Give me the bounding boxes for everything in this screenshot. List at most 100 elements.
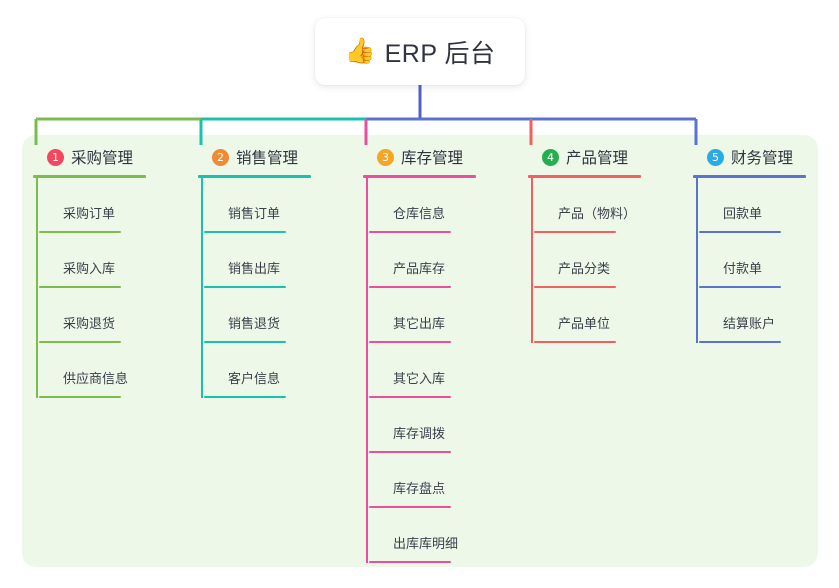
branch-item-underline (369, 231, 451, 233)
branch-item-label: 销售退货 (228, 316, 281, 331)
branch-badge-icon: 1 (47, 148, 64, 166)
branch-item-underline (369, 286, 451, 288)
branch-item-list: 销售订单销售出库销售退货客户信息 (198, 178, 311, 398)
branch-item-underline (369, 506, 451, 508)
branch-item-list: 仓库信息产品库存其它出库其它入库库存调拨库存盘点出库库明细 (363, 178, 476, 563)
branch-spine (696, 178, 698, 343)
branch-underline (693, 175, 806, 178)
branch-item[interactable]: 其它入库 (369, 343, 476, 398)
branch-item[interactable]: 客户信息 (204, 343, 311, 398)
branch-item[interactable]: 回款单 (699, 178, 806, 233)
branch-item[interactable]: 结算账户 (699, 288, 806, 343)
branch-header-1[interactable]: 1 采购管理 (33, 145, 146, 169)
branch-badge-icon: 4 (542, 148, 559, 166)
branch-item-label: 销售订单 (228, 206, 281, 221)
branch-3: 3 库存管理仓库信息产品库存其它出库其它入库库存调拨库存盘点出库库明细 (363, 145, 476, 563)
branch-item-label: 采购退货 (63, 316, 116, 331)
branch-item[interactable]: 产品库存 (369, 233, 476, 288)
branch-item[interactable]: 销售退货 (204, 288, 311, 343)
branch-item[interactable]: 采购退货 (39, 288, 146, 343)
branch-underline (198, 175, 311, 178)
branch-item-label: 供应商信息 (63, 371, 129, 386)
branch-item-label: 采购入库 (63, 261, 116, 276)
branch-spine (36, 178, 38, 398)
branch-item-underline (534, 231, 616, 233)
branch-2: 2 销售管理销售订单销售出库销售退货客户信息 (198, 145, 311, 398)
branch-item-underline (39, 286, 121, 288)
branch-item[interactable]: 供应商信息 (39, 343, 146, 398)
branch-5: 5 财务管理回款单付款单结算账户 (693, 145, 806, 343)
branch-item-label: 销售出库 (228, 261, 281, 276)
branch-item-underline (39, 396, 121, 398)
branch-item[interactable]: 库存调拨 (369, 398, 476, 453)
branch-underline (528, 175, 641, 178)
branch-badge-icon: 3 (377, 148, 394, 166)
branch-item-label: 回款单 (723, 206, 763, 221)
branch-item-label: 其它入库 (393, 371, 446, 386)
branch-item-underline (534, 286, 616, 288)
branch-title: 销售管理 (236, 150, 299, 167)
branch-item-underline (369, 451, 451, 453)
branch-badge-icon: 5 (707, 148, 724, 166)
branch-item[interactable]: 出库库明细 (369, 508, 476, 563)
branch-item-label: 库存调拨 (393, 426, 446, 441)
branch-item-label: 结算账户 (723, 316, 776, 331)
branch-item-label: 出库库明细 (393, 536, 459, 551)
branch-spine (366, 178, 368, 563)
branch-item[interactable]: 销售订单 (204, 178, 311, 233)
branch-item[interactable]: 产品单位 (534, 288, 641, 343)
root-node[interactable]: 👍 ERP 后台 (315, 18, 525, 85)
branch-item-underline (204, 286, 286, 288)
branch-spine (201, 178, 203, 398)
branch-header-5[interactable]: 5 财务管理 (693, 145, 806, 169)
branch-item-underline (369, 341, 451, 343)
branch-header-3[interactable]: 3 库存管理 (363, 145, 476, 169)
branch-header-2[interactable]: 2 销售管理 (198, 145, 311, 169)
branch-item-label: 采购订单 (63, 206, 116, 221)
branch-badge-icon: 2 (212, 148, 229, 166)
branch-item[interactable]: 库存盘点 (369, 453, 476, 508)
branch-item-underline (534, 341, 616, 343)
branch-item-list: 产品（物料） 产品分类产品单位 (528, 178, 641, 343)
branch-item-label: 产品单位 (558, 316, 611, 331)
branch-item[interactable]: 产品分类 (534, 233, 641, 288)
branch-item[interactable]: 产品（物料） (534, 178, 641, 233)
branch-item[interactable]: 销售出库 (204, 233, 311, 288)
branch-item-underline (369, 561, 451, 563)
branch-item-label: 库存盘点 (393, 481, 446, 496)
branch-header-4[interactable]: 4 产品管理 (528, 145, 641, 169)
branch-item-underline (699, 231, 781, 233)
branch-item-underline (699, 286, 781, 288)
branches-backdrop (22, 135, 818, 567)
thumbs-up-icon: 👍 (344, 37, 376, 65)
branch-item-underline (204, 396, 286, 398)
branch-title: 产品管理 (566, 150, 629, 167)
branch-item-underline (204, 341, 286, 343)
branch-underline (33, 175, 146, 178)
branch-item-label: 仓库信息 (393, 206, 446, 221)
branch-item-label: 产品库存 (393, 261, 446, 276)
branch-4: 4 产品管理产品（物料） 产品分类产品单位 (528, 145, 641, 343)
branch-title: 采购管理 (71, 150, 134, 167)
branch-item[interactable]: 仓库信息 (369, 178, 476, 233)
branch-spine (531, 178, 533, 343)
branch-item-label: 客户信息 (228, 371, 281, 386)
branch-item-label: 产品（物料） (558, 206, 637, 221)
root-title: ERP 后台 (384, 39, 496, 68)
branch-title: 库存管理 (401, 150, 464, 167)
branch-item[interactable]: 采购入库 (39, 233, 146, 288)
branch-item-label: 付款单 (723, 261, 763, 276)
branch-item-underline (39, 341, 121, 343)
branch-item-list: 回款单付款单结算账户 (693, 178, 806, 343)
branch-item[interactable]: 付款单 (699, 233, 806, 288)
branch-title: 财务管理 (731, 150, 794, 167)
branch-item-underline (204, 231, 286, 233)
branch-item-underline (39, 231, 121, 233)
branch-1: 1 采购管理采购订单采购入库采购退货供应商信息 (33, 145, 146, 398)
branch-item-underline (369, 396, 451, 398)
branch-item-label: 其它出库 (393, 316, 446, 331)
branch-item[interactable]: 采购订单 (39, 178, 146, 233)
branch-item-list: 采购订单采购入库采购退货供应商信息 (33, 178, 146, 398)
branch-item[interactable]: 其它出库 (369, 288, 476, 343)
